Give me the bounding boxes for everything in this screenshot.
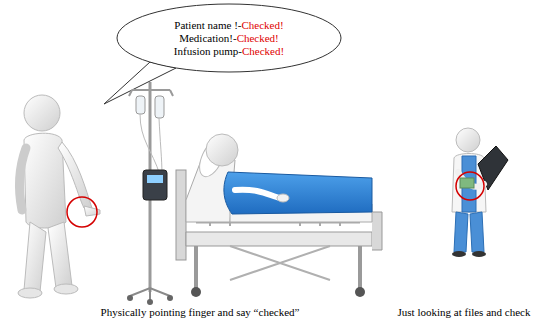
bubble-content: Patient name !-Checked!Medication!-Check… (116, 3, 342, 73)
check-word: Checked! (242, 19, 284, 31)
caption: Just looking at files and check (398, 306, 531, 319)
patient (206, 134, 372, 214)
doctor-figure (452, 128, 508, 257)
speech-bubble: Patient name !-Checked!Medication!-Check… (116, 3, 342, 73)
infusion-pump (143, 170, 167, 200)
iv-pole (127, 82, 173, 305)
check-item: Medication!- (179, 32, 236, 44)
pointing-person (18, 95, 100, 298)
speech-line: Medication!-Checked! (179, 32, 279, 45)
check-item: Patient name !- (174, 19, 241, 31)
speech-line: Infusion pump-Checked! (174, 45, 284, 58)
check-item: Infusion pump- (174, 45, 242, 57)
speech-line: Patient name !-Checked! (174, 19, 283, 32)
check-word: Checked! (237, 32, 279, 44)
hospital-bed (176, 136, 382, 297)
caption: Physically pointing finger and say “chec… (101, 306, 300, 319)
highlight-circle (67, 197, 97, 227)
check-word: Checked! (242, 45, 284, 57)
bubble-ellipse (117, 4, 341, 72)
highlight-circle (456, 172, 484, 200)
